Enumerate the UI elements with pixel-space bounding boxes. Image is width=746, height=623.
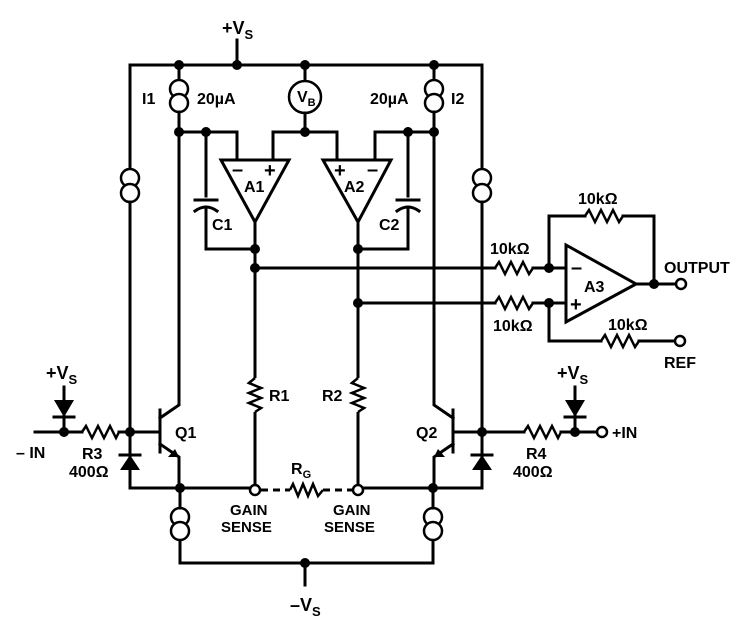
current-source-i1	[168, 78, 190, 134]
r-feedback-label: 10kΩ	[578, 191, 618, 208]
output-terminal	[674, 277, 688, 291]
rg-label: RG	[291, 461, 311, 481]
gain-sense-right-line1: GAIN	[333, 502, 371, 519]
vs-right-label: +VS	[557, 363, 589, 387]
input-plus-label: +IN	[612, 425, 637, 442]
i1-value-label: 20µA	[197, 91, 236, 108]
r4-value-label: 400Ω	[513, 464, 553, 481]
c2-label: C2	[379, 217, 400, 234]
input-plus-network	[470, 385, 599, 470]
a1-label: A1	[244, 179, 265, 196]
i1-label: I1	[142, 91, 155, 108]
vs-left-label: +VS	[46, 363, 78, 387]
r1-label: R1	[269, 388, 290, 405]
a3-label: A3	[584, 279, 605, 296]
current-source-bottom-right	[422, 506, 444, 542]
a3-minus-sign: –	[571, 257, 582, 279]
r3-label: R3	[82, 446, 103, 463]
a3-wiring	[253, 207, 678, 350]
vs-bottom-label: –VS	[290, 595, 321, 619]
current-source-i2	[423, 78, 445, 134]
r3-value-label: 400Ω	[69, 464, 109, 481]
i2-label: I2	[451, 91, 464, 108]
r-ref-label: 10kΩ	[608, 317, 648, 334]
current-source-left-rail	[119, 167, 141, 490]
c1-label: C1	[212, 217, 233, 234]
q2-label: Q2	[416, 425, 437, 442]
a2-plus-sign: +	[334, 160, 346, 182]
a2-wiring	[353, 127, 439, 490]
op-amp-a2	[320, 158, 394, 226]
input-plus-terminal	[595, 425, 609, 439]
gain-sense-left-line2: SENSE	[221, 519, 272, 536]
gain-sense-right-line2: SENSE	[324, 519, 375, 536]
vb-voltage-source	[271, 79, 339, 162]
gain-sense-right-terminal	[351, 483, 365, 497]
op-amp-a3	[564, 242, 640, 325]
vb-label: VB	[297, 89, 316, 109]
vs-top-label: +VS	[222, 18, 254, 42]
op-amp-a1	[218, 158, 292, 226]
transistor-q2	[432, 393, 484, 490]
gain-sense-left-line1: GAIN	[230, 502, 268, 519]
a1-plus-sign: +	[264, 160, 276, 182]
r2-label: R2	[322, 388, 343, 405]
gain-sense-left-terminal	[248, 483, 262, 497]
current-source-right-rail	[471, 167, 493, 490]
input-minus-network	[33, 385, 142, 470]
a1-wiring	[174, 127, 260, 490]
i2-value-label: 20µA	[370, 91, 409, 108]
a1-minus-sign: –	[232, 159, 243, 181]
r-in-bottom-label: 10kΩ	[493, 318, 533, 335]
r-in-top-label: 10kΩ	[490, 241, 530, 258]
r4-label: R4	[526, 446, 547, 463]
a2-minus-sign: –	[367, 159, 378, 181]
q1-label: Q1	[175, 425, 196, 442]
transistor-q1	[128, 393, 181, 490]
emitter-rail	[128, 480, 484, 510]
a2-label: A2	[344, 179, 365, 196]
ref-label: REF	[664, 355, 696, 372]
power-rails	[128, 38, 484, 587]
current-source-bottom-left	[169, 506, 191, 542]
input-minus-label: – IN	[16, 445, 45, 462]
ref-terminal	[673, 334, 687, 348]
output-label: OUTPUT	[664, 260, 730, 277]
a3-plus-sign: +	[570, 294, 582, 316]
